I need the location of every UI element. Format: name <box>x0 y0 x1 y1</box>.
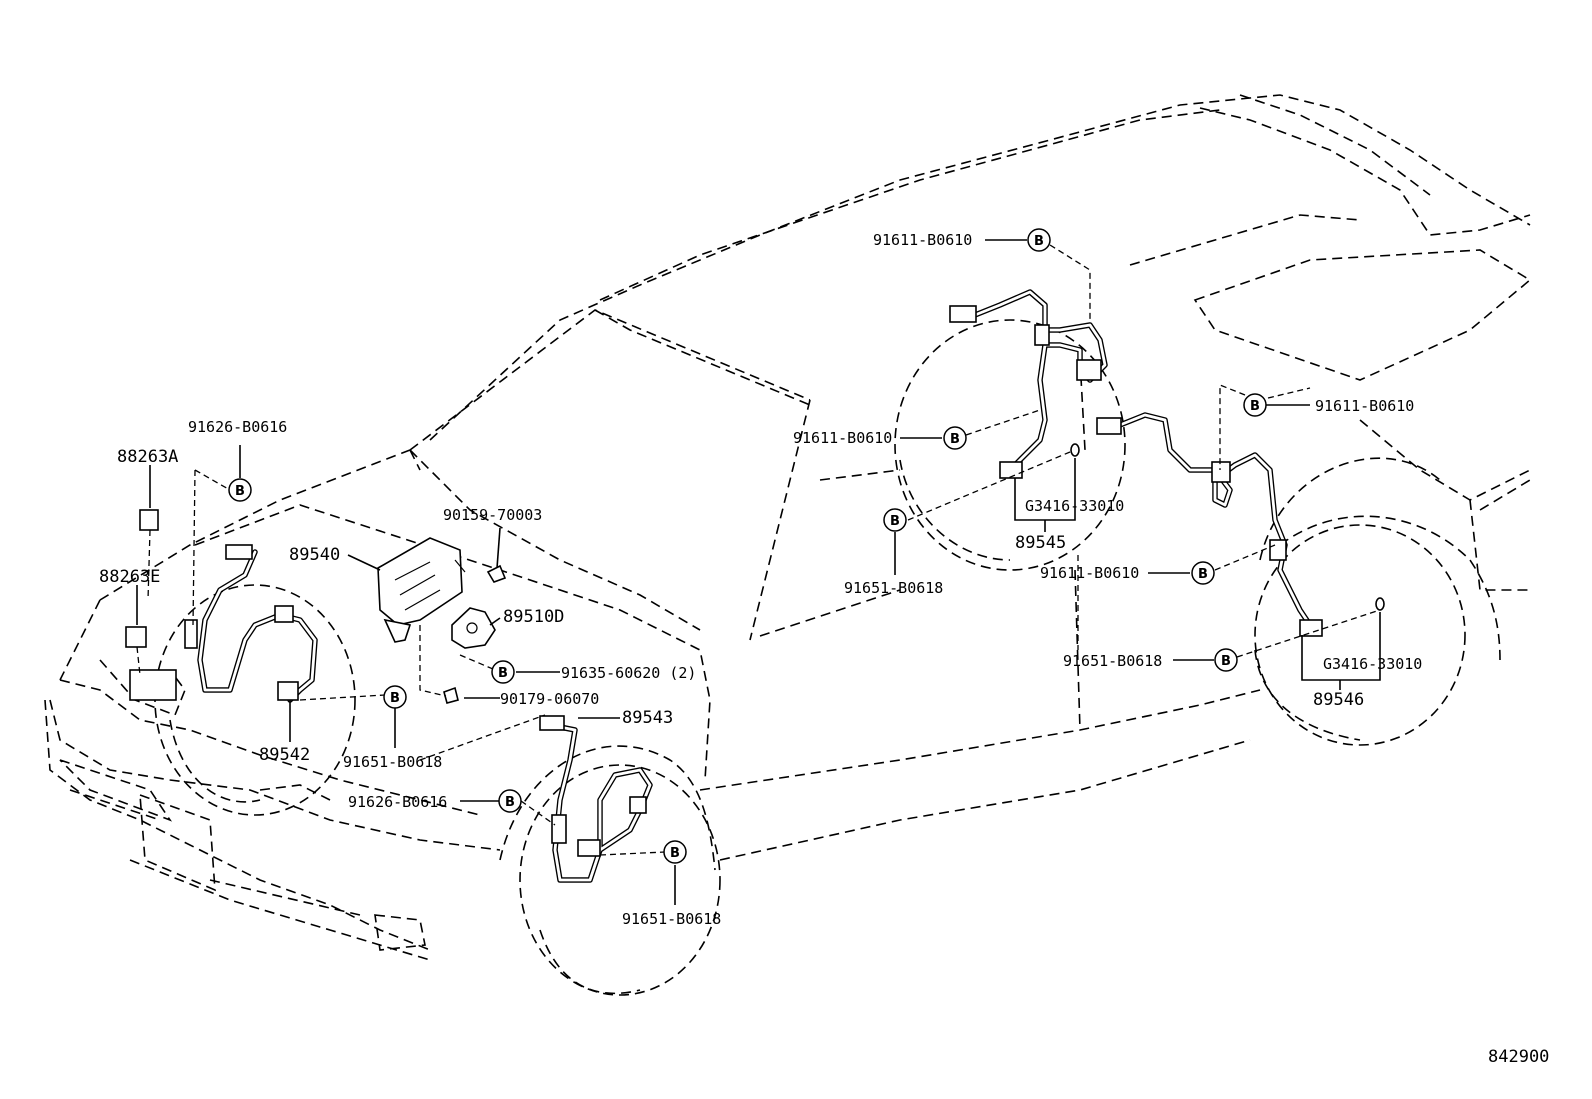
b-marker-icon: B <box>1243 393 1267 417</box>
svg-text:B: B <box>1034 234 1044 249</box>
part-label-91611-b0610: 91611-B0610 <box>793 429 892 447</box>
part-label-91611-b0610: 91611-B0610 <box>1040 564 1139 582</box>
part-label-89510d: 89510D <box>503 607 564 627</box>
bolt-90159-70003 <box>486 564 507 583</box>
part-label-89542: 89542 <box>259 745 310 765</box>
part-label-91651-b0618: 91651-B0618 <box>1063 652 1162 670</box>
clip-icon <box>629 796 647 814</box>
b-marker-icon: B <box>883 508 907 532</box>
svg-text:B: B <box>1221 654 1231 669</box>
connector-icon <box>1096 417 1122 435</box>
part-label-91611-b0610: 91611-B0610 <box>873 231 972 249</box>
clip-icon <box>274 605 294 623</box>
b-marker-icon: B <box>498 789 522 813</box>
front-left-abs-harness-89542 <box>184 544 318 703</box>
rear-left-abs-harness-89545 <box>949 289 1108 479</box>
connector-icon <box>949 305 977 323</box>
svg-text:B: B <box>390 691 400 706</box>
part-label-91626-b0616: 91626-B0616 <box>188 418 287 436</box>
part-label-91635-60620: 91635-60620 (2) <box>561 664 696 682</box>
sensor-head-icon <box>999 461 1023 479</box>
b-marker-icon: B <box>663 840 687 864</box>
vehicle-body-outline <box>44 94 1532 996</box>
b-marker-icon: B <box>1191 561 1215 585</box>
part-label-89543: 89543 <box>622 708 673 728</box>
relay-block-icon <box>129 669 177 701</box>
b-marker-icon: B <box>491 660 515 684</box>
part-label-88263a: 88263A <box>117 447 178 467</box>
svg-text:B: B <box>950 432 960 447</box>
diagram-reference-code: 842900 <box>1488 1047 1549 1067</box>
svg-text:B: B <box>1198 567 1208 582</box>
abs-actuator-89540 <box>377 537 466 643</box>
b-marker-icon: B <box>1027 228 1051 252</box>
connector-icon <box>225 544 253 560</box>
part-label-89546: 89546 <box>1313 690 1364 710</box>
sensor-head-icon <box>277 681 299 701</box>
yaw-rate-sensor-89510d <box>451 607 496 649</box>
svg-text:B: B <box>890 514 900 529</box>
part-label-89545: 89545 <box>1015 533 1066 553</box>
clip-icon <box>1076 359 1102 381</box>
clip-icon <box>184 619 198 649</box>
clip-icon <box>551 814 567 844</box>
part-label-g3416-33010: G3416-33010 <box>1025 497 1124 515</box>
relay-icon <box>125 626 147 648</box>
abs-relay-88263e <box>125 626 177 701</box>
b-marker-icon: B <box>943 426 967 450</box>
connector-icon <box>539 715 565 731</box>
body-stud-g3416-33010-a <box>1070 443 1080 457</box>
rear-right-abs-harness-89546 <box>1096 412 1323 637</box>
part-label-g3416-33010: G3416-33010 <box>1323 655 1422 673</box>
part-label-91651-b0618: 91651-B0618 <box>622 910 721 928</box>
leader-lines <box>136 239 1381 905</box>
clip-icon <box>1269 539 1287 561</box>
part-label-88263e: 88263E <box>99 567 160 587</box>
svg-text:B: B <box>505 795 515 810</box>
part-label-91651-b0618: 91651-B0618 <box>343 753 442 771</box>
b-marker-group: B B B B B B B B B B B <box>228 228 1267 864</box>
clip-icon <box>1034 324 1050 346</box>
front-right-abs-harness-89543 <box>539 715 653 883</box>
svg-text:B: B <box>670 846 680 861</box>
bolt-90179-06070 <box>443 686 459 704</box>
body-stud-g3416-33010-b <box>1375 597 1385 611</box>
sensor-head-icon <box>577 839 601 857</box>
svg-text:B: B <box>235 484 245 499</box>
part-label-91626-b0616: 91626-B0616 <box>348 793 447 811</box>
sensor-head-icon <box>1299 619 1323 637</box>
abs-relay-88263a <box>139 509 159 601</box>
svg-text:B: B <box>498 666 508 681</box>
part-label-90179-06070: 90179-06070 <box>500 690 599 708</box>
clip-icon <box>1211 461 1231 483</box>
part-label-91651-b0618: 91651-B0618 <box>844 579 943 597</box>
part-label-91611-b0610: 91611-B0610 <box>1315 397 1414 415</box>
svg-text:B: B <box>1250 399 1260 414</box>
relay-icon <box>139 509 159 531</box>
part-label-90159-70003: 90159-70003 <box>443 506 542 524</box>
b-marker-icon: B <box>383 685 407 709</box>
b-marker-icon: B <box>228 478 252 502</box>
part-label-89540: 89540 <box>289 545 340 565</box>
part-labels: 91626-B0616 88263A 88263E 90159-70003 89… <box>99 231 1549 1067</box>
b-marker-icon: B <box>1214 648 1238 672</box>
